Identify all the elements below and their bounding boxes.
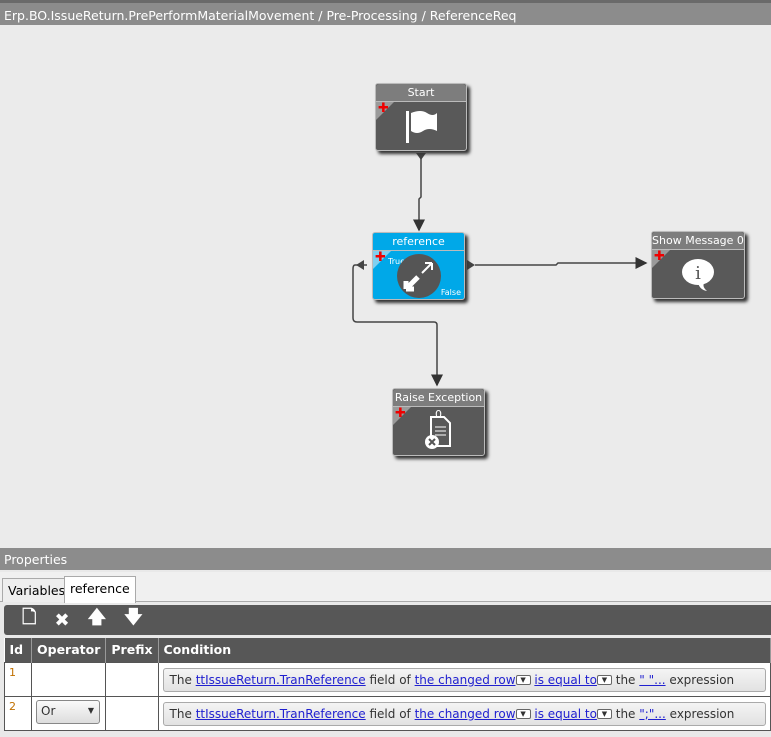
- value-link[interactable]: " "...: [639, 672, 666, 687]
- operator-select[interactable]: Or▼: [36, 699, 100, 724]
- operator-link[interactable]: is equal to: [534, 706, 597, 721]
- tab-reference[interactable]: reference: [64, 576, 136, 603]
- condition-sentence: The ttIssueReturn.TranReference field of…: [162, 667, 766, 692]
- new-doc-icon[interactable]: 🗋: [22, 607, 37, 628]
- row-link[interactable]: the changed row: [414, 672, 516, 687]
- document-error-icon: [393, 409, 484, 455]
- false-label: False: [440, 288, 461, 297]
- show-message-node[interactable]: Show Message 0 ✚ i: [651, 231, 745, 299]
- add-icon[interactable]: ✚: [378, 101, 389, 116]
- condition-arrows-icon: [373, 253, 464, 299]
- col-prefix: Prefix: [105, 638, 159, 662]
- chevron-down-icon: ▼: [87, 705, 94, 715]
- arrow-down-icon[interactable]: 🡇: [124, 607, 143, 628]
- condition-sentence: The ttIssueReturn.TranReference field of…: [162, 701, 766, 726]
- info-bubble-icon: i: [652, 252, 744, 298]
- field-link[interactable]: ttIssueReturn.TranReference: [195, 672, 366, 687]
- row-link[interactable]: the changed row: [414, 706, 516, 721]
- dropdown-icon[interactable]: ▼: [596, 709, 612, 719]
- delete-x-icon[interactable]: ✖: [54, 609, 70, 631]
- row-id: 1: [4, 661, 32, 697]
- connectors: [352, 153, 648, 387]
- col-condition: Condition: [158, 638, 771, 662]
- breadcrumb-title: Erp.BO.IssueReturn.PrePerformMaterialMov…: [0, 0, 771, 25]
- row-id: 2: [4, 695, 32, 731]
- start-node[interactable]: Start ✚: [375, 83, 467, 151]
- dropdown-icon[interactable]: ▼: [515, 709, 531, 719]
- conditions-table: Id Operator Prefix Condition 1 The ttIss…: [4, 638, 771, 731]
- add-icon[interactable]: ✚: [395, 406, 406, 421]
- node-title: reference: [373, 233, 464, 251]
- properties-tabs: Variables reference: [0, 572, 771, 603]
- field-link[interactable]: ttIssueReturn.TranReference: [195, 706, 366, 721]
- raise-exception-node[interactable]: Raise Exception 0 ✚: [392, 388, 485, 456]
- arrow-up-icon[interactable]: 🡅: [87, 607, 107, 628]
- prefix-cell[interactable]: [105, 661, 159, 697]
- node-title: Show Message 0: [652, 232, 744, 250]
- add-icon[interactable]: ✚: [375, 250, 386, 265]
- reference-condition-node[interactable]: reference ✚ True False: [372, 232, 465, 300]
- properties-header: Properties: [0, 548, 771, 570]
- operator-link[interactable]: is equal to: [534, 672, 597, 687]
- dropdown-icon[interactable]: ▼: [515, 675, 531, 685]
- operator-cell[interactable]: [30, 661, 107, 697]
- true-label: True: [388, 257, 405, 266]
- col-operator: Operator: [31, 638, 107, 662]
- conditions-toolbar: 🗋 ✖ 🡅 🡇: [4, 605, 771, 635]
- tab-variables[interactable]: Variables: [2, 578, 72, 602]
- workflow-canvas[interactable]: Start ✚ reference ✚ True False Show Mess…: [0, 25, 771, 548]
- dropdown-icon[interactable]: ▼: [596, 675, 612, 685]
- col-id: Id: [4, 638, 32, 662]
- flag-icon: [376, 104, 466, 150]
- node-title: Start: [376, 84, 466, 102]
- prefix-cell[interactable]: [105, 695, 159, 731]
- svg-text:i: i: [695, 263, 701, 284]
- value-link[interactable]: ";"...: [639, 706, 666, 721]
- table-row: 1 The ttIssueReturn.TranReference field …: [4, 661, 771, 697]
- table-row: 2 Or▼ The ttIssueReturn.TranReference fi…: [4, 695, 771, 731]
- add-icon[interactable]: ✚: [654, 249, 665, 264]
- node-title: Raise Exception 0: [393, 389, 484, 421]
